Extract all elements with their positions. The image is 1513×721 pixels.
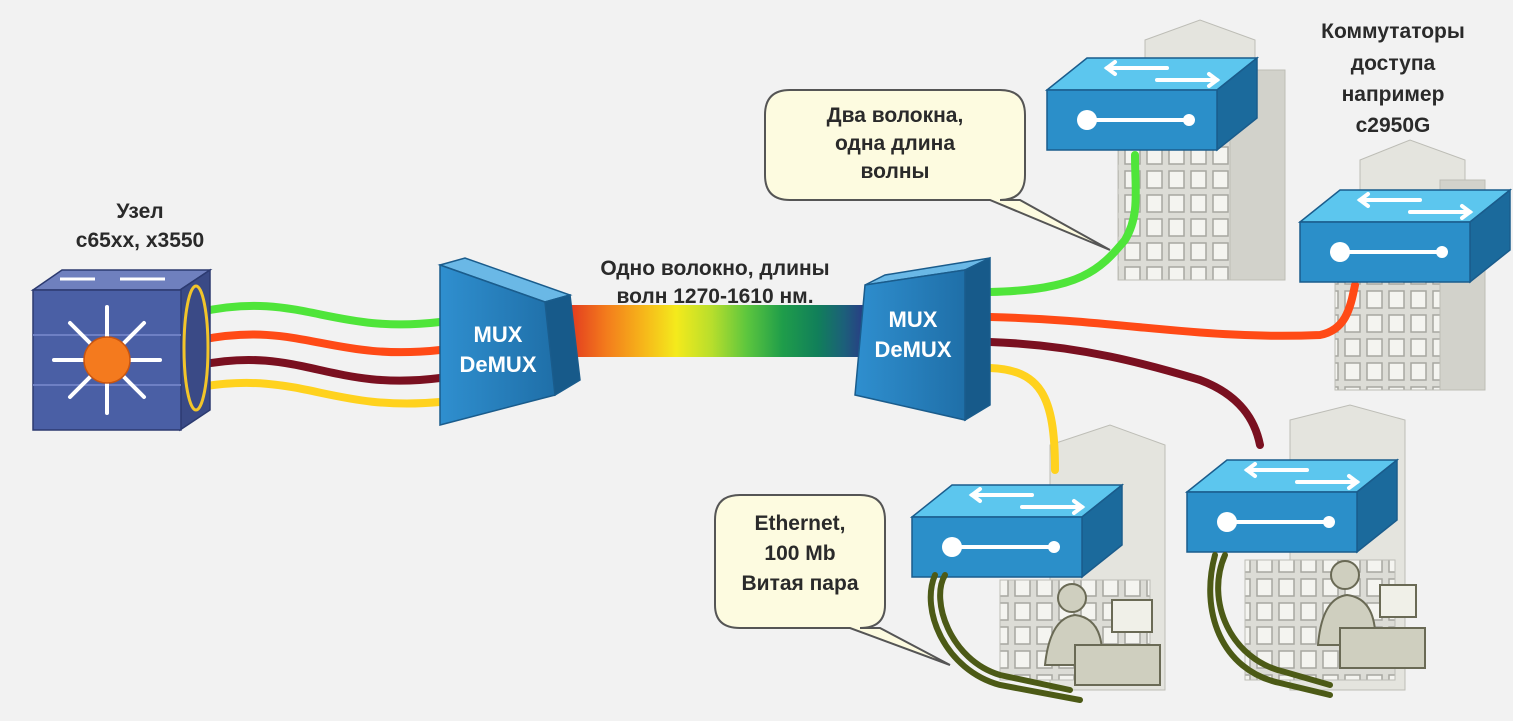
core-label-2: c65xx, x3550: [76, 229, 204, 252]
callout-top-line-2: одна длина: [835, 132, 955, 155]
callout-bottom-line-2: 100 Mb: [764, 542, 835, 565]
access-switch-top: [1044, 56, 1260, 152]
access-label-2: доступа: [1351, 52, 1436, 75]
fiber-label-1: Одно волокно, длины: [600, 257, 829, 280]
switch-shape: [909, 483, 1125, 579]
callout-top-line-1: Два волокна,: [827, 104, 964, 127]
access-label-4: c2950G: [1356, 114, 1431, 137]
fibers-core-to-mux: [196, 301, 444, 408]
user-workstation-right: [1316, 560, 1426, 669]
switch-shape: [1184, 458, 1400, 554]
switch-shape: [1044, 56, 1260, 152]
switch-shape: [1297, 188, 1513, 284]
mux-left-label-1: MUX: [474, 322, 523, 347]
callout-bottom: [714, 494, 951, 666]
access-switch-bottom-center: [909, 483, 1125, 579]
mux-left: [437, 257, 581, 426]
user-workstation-center: [1043, 583, 1161, 686]
access-switch-bottom-right: [1184, 458, 1400, 554]
access-label-1: Коммутаторы: [1321, 20, 1465, 43]
callout-bottom-line-3: Витая пара: [742, 572, 859, 595]
fiber-label-2: волн 1270-1610 нм.: [616, 285, 813, 308]
spectrum-fiber: [570, 305, 865, 357]
mux-right-label-1: MUX: [889, 307, 938, 332]
fibers-mux-to-switches: [986, 151, 1359, 474]
mux-right-label-2: DeMUX: [874, 337, 951, 362]
callout-top: [764, 89, 1111, 251]
core-switch: [30, 268, 213, 432]
access-switch-right: [1297, 188, 1513, 284]
callout-bottom-line-1: Ethernet,: [754, 512, 845, 535]
callout-top-line-3: волны: [861, 160, 930, 183]
core-label-1: Узел: [116, 200, 163, 223]
twisted-pair-cables: [927, 552, 1333, 703]
mux-left-label-2: DeMUX: [459, 352, 536, 377]
access-label-3: например: [1342, 83, 1445, 106]
mux-right: [854, 256, 991, 422]
